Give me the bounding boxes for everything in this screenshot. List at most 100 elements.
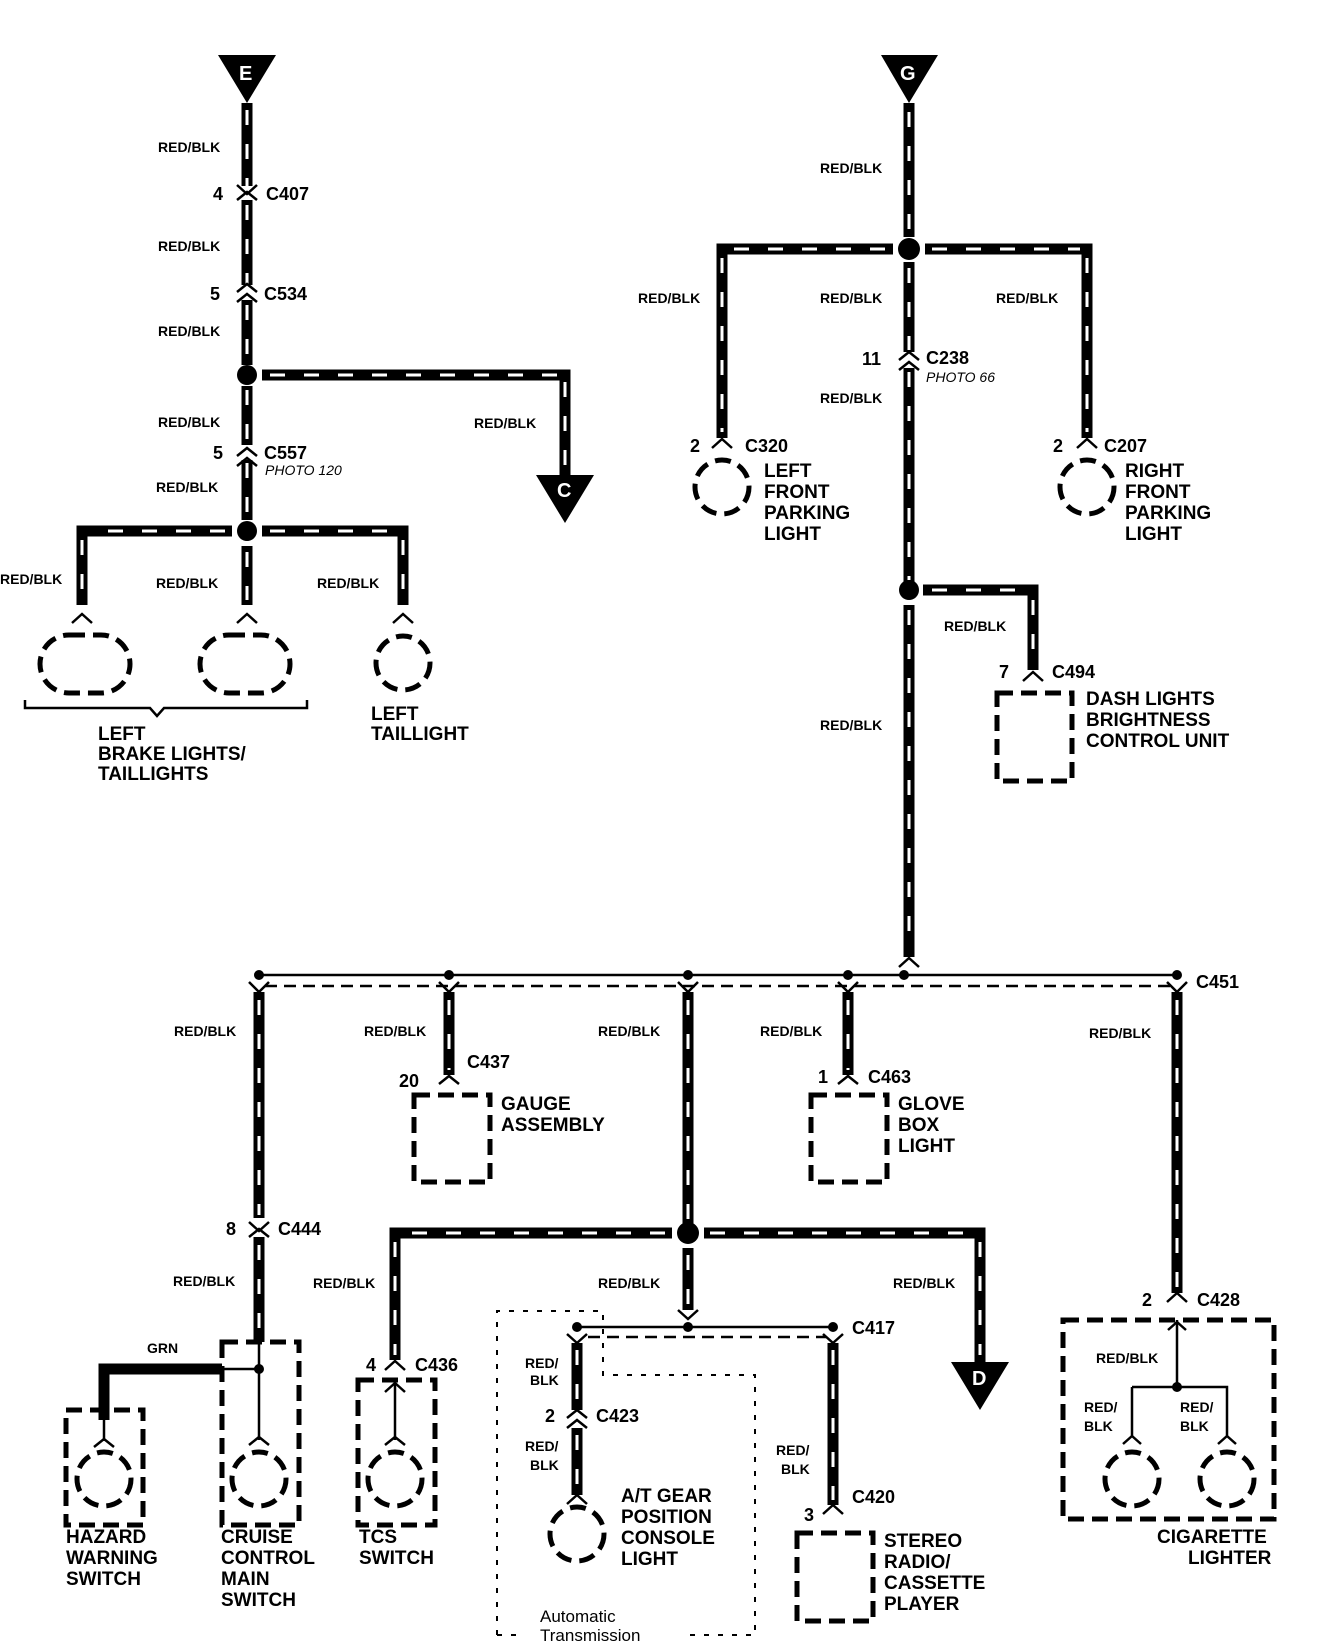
svg-text:LIGHT: LIGHT [1125,524,1182,545]
wire-dash-branch [923,584,1039,670]
connector-c423: 2 C423 [545,1406,639,1429]
svg-text:POSITION: POSITION [621,1507,712,1528]
cruise-switch-bulb [229,1449,289,1509]
flag-g-label: G [900,63,916,85]
wire-label: RED/BLK [598,1023,660,1039]
label-dash-lights: DASH LIGHTS BRIGHTNESS CONTROL UNIT [1086,689,1230,752]
connector-c444: 8 C444 [226,1219,321,1239]
svg-text:5: 5 [213,443,223,463]
connector-c207: 2 C207 [1053,436,1147,456]
svg-text:C444: C444 [278,1219,321,1239]
label-left-front-parking: LEFT FRONT PARKING LIGHT [764,461,850,545]
label-tcs: TCS SWITCH [359,1527,434,1569]
wire-label: RED/BLK [313,1275,375,1291]
svg-text:4: 4 [213,184,223,204]
svg-text:2: 2 [545,1406,555,1426]
gauge-assembly-box [411,1092,493,1185]
svg-text:BLK: BLK [1084,1418,1113,1434]
wire-label: RED/BLK [158,414,220,430]
tcs-switch-bulb [365,1449,425,1509]
wire-label: RED/BLK [598,1275,660,1291]
bus-c451: C451 [254,970,1239,992]
svg-text:RIGHT: RIGHT [1125,461,1185,482]
svg-text:C436: C436 [415,1355,458,1375]
cigarette-lighter-bulb-2 [1197,1449,1257,1509]
svg-text:C320: C320 [745,436,788,456]
wire-lower-branch [389,1227,986,1362]
stereo-radio-box [794,1530,876,1624]
wire-label: RED/BLK [820,160,882,176]
svg-text:RED/: RED/ [1084,1399,1118,1415]
svg-text:2: 2 [690,436,700,456]
wire-label: RED/BLK [173,1273,235,1289]
label-glove-box: GLOVE BOX LIGHT [898,1094,965,1157]
svg-text:1: 1 [818,1067,828,1087]
cigarette-lighter-box [1060,1317,1277,1522]
connector-c534: 5 C534 [210,282,307,304]
label-left-taillight: LEFT TAILLIGHT [371,704,469,745]
wire-label: RED/BLK [158,238,220,254]
wire-label: RED/BLK [364,1023,426,1039]
cigarette-lighter-bulb-1 [1102,1449,1162,1509]
svg-text:GLOVE: GLOVE [898,1094,965,1115]
connector-c494: 7 C494 [999,662,1095,682]
splice-point [237,521,257,541]
svg-text:LEFT: LEFT [371,704,419,725]
svg-text:RED/: RED/ [1180,1399,1214,1415]
svg-text:PHOTO 66: PHOTO 66 [926,369,995,385]
brake-light-bulb-1 [37,632,133,696]
svg-text:SWITCH: SWITCH [221,1590,296,1611]
svg-text:PARKING: PARKING [1125,503,1211,524]
cruise-control-switch-box [219,1339,302,1528]
svg-text:BRAKE LIGHTS/: BRAKE LIGHTS/ [98,744,247,765]
label-at-gear: A/T GEAR POSITION CONSOLE LIGHT [621,1486,715,1570]
svg-text:CONSOLE: CONSOLE [621,1528,715,1549]
svg-text:Automatic: Automatic [540,1607,616,1626]
svg-text:MAIN: MAIN [221,1569,270,1590]
tcs-switch-box [355,1377,438,1528]
svg-text:C437: C437 [467,1052,510,1072]
svg-text:DASH LIGHTS: DASH LIGHTS [1086,689,1215,710]
left-front-parking-bulb [692,457,752,517]
svg-text:GAUGE: GAUGE [501,1094,571,1115]
connector-c463: 1 C463 [818,1067,911,1087]
svg-text:FRONT: FRONT [1125,482,1191,503]
svg-text:LIGHT: LIGHT [764,524,821,545]
svg-text:CONTROL UNIT: CONTROL UNIT [1086,731,1230,752]
bus-c417: C417 [572,1318,895,1339]
wire-label-grn: GRN [147,1340,178,1356]
connector-c420: 3 C420 [804,1487,895,1525]
svg-text:PARKING: PARKING [764,503,850,524]
svg-text:20: 20 [399,1071,419,1091]
wire-parking-branch [716,243,1093,438]
wire-label-split: RED/ BLK [776,1442,810,1477]
brake-light-bulb-2 [197,632,293,696]
svg-text:C207: C207 [1104,436,1147,456]
svg-text:C494: C494 [1052,662,1095,682]
svg-text:LIGHT: LIGHT [621,1549,678,1570]
at-gear-light-bulb [547,1504,607,1564]
wire-label: RED/BLK [820,717,882,733]
svg-text:CONTROL: CONTROL [221,1548,315,1569]
flag-d: D [951,1362,1009,1410]
svg-text:PLAYER: PLAYER [884,1594,960,1615]
svg-text:C463: C463 [868,1067,911,1087]
splice-point [237,365,257,385]
brace [23,700,309,718]
wire-label: RED/BLK [760,1023,822,1039]
wire-brake-branch [76,525,409,605]
svg-text:C407: C407 [266,184,309,204]
svg-text:BLK: BLK [530,1372,559,1388]
svg-text:RED/: RED/ [525,1355,559,1371]
wire-label: RED/BLK [996,290,1058,306]
svg-text:PHOTO 120: PHOTO 120 [265,462,342,478]
connector-c428: 2 C428 [1142,1290,1240,1310]
svg-text:3: 3 [804,1505,814,1525]
svg-text:SWITCH: SWITCH [66,1569,141,1590]
wire-label: RED/BLK [638,290,700,306]
right-front-parking-bulb [1057,457,1117,517]
flag-g: G [881,55,938,103]
svg-text:C534: C534 [264,284,307,304]
svg-text:LEFT: LEFT [98,724,146,745]
